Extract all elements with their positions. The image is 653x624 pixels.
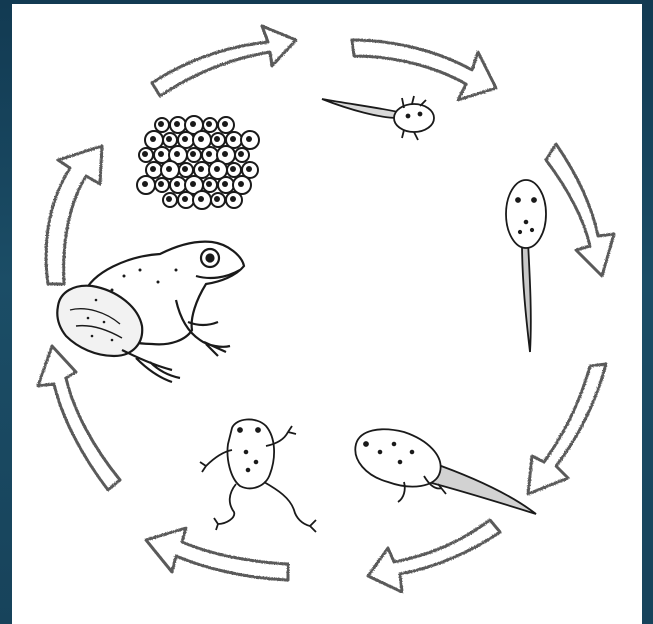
egg-nucleus <box>246 166 252 172</box>
cycle-arrow-4 <box>528 364 606 494</box>
egg-nucleus <box>166 136 172 142</box>
froglet-icon <box>200 419 316 532</box>
egg-nucleus <box>158 151 164 157</box>
hatchling-tadpole-icon <box>322 96 434 140</box>
egg-nucleus <box>166 166 172 172</box>
egg-nucleus <box>206 151 212 157</box>
egg-nucleus <box>222 181 228 187</box>
egg-nucleus <box>158 121 164 127</box>
egg-nucleus <box>206 181 212 187</box>
egg-nucleus <box>166 196 172 202</box>
egg-nucleus <box>246 136 252 142</box>
egg-nucleus <box>214 136 220 142</box>
egg-nucleus <box>158 181 164 187</box>
egg-nucleus <box>214 166 220 172</box>
egg-nucleus <box>214 196 220 202</box>
cycle-arrow-2 <box>352 40 496 100</box>
tadpole-with-legs-icon <box>355 429 536 514</box>
egg-nucleus <box>174 181 180 187</box>
tadpole-icon <box>506 180 546 352</box>
egg-nucleus <box>230 166 236 172</box>
egg-nucleus <box>150 136 156 142</box>
egg-nucleus <box>190 151 196 157</box>
cycle-arrow-8 <box>46 146 102 284</box>
egg-nucleus <box>190 121 196 127</box>
egg-nucleus <box>198 196 204 202</box>
egg-nucleus <box>198 166 204 172</box>
egg-nucleus <box>182 166 188 172</box>
egg-nucleus <box>182 196 188 202</box>
frog-eggs-icon <box>137 116 259 209</box>
cycle-arrow-1 <box>152 26 296 96</box>
egg-nucleus <box>142 181 148 187</box>
egg-nucleus <box>182 136 188 142</box>
egg-nucleus <box>230 136 236 142</box>
egg-nucleus <box>238 151 244 157</box>
egg-nucleus <box>222 121 228 127</box>
egg-nucleus <box>174 151 180 157</box>
egg-nucleus <box>206 121 212 127</box>
egg-nucleus <box>150 166 156 172</box>
egg-nucleus <box>238 181 244 187</box>
egg-nucleus <box>198 136 204 142</box>
egg-nucleus <box>190 181 196 187</box>
cycle-arrow-3 <box>546 144 614 276</box>
adult-frog-icon <box>57 242 244 382</box>
egg-nucleus <box>230 196 236 202</box>
egg-nucleus <box>222 151 228 157</box>
egg-nucleus <box>174 121 180 127</box>
egg-nucleus <box>142 151 148 157</box>
cycle-arrow-6 <box>146 528 288 580</box>
cycle-arrow-7 <box>38 346 120 490</box>
cycle-arrow-5 <box>368 520 500 592</box>
